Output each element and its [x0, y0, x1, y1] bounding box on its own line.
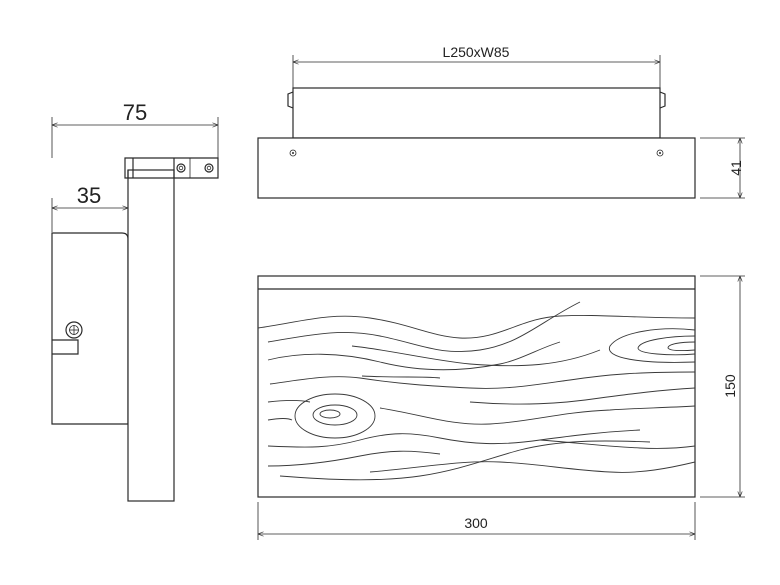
side-view: 75 35 — [51, 100, 219, 502]
dim-label-300: 300 — [464, 515, 488, 531]
dim-label-75: 75 — [123, 100, 147, 125]
plate-tab-right — [659, 91, 666, 109]
screw-icon — [65, 321, 83, 339]
mount-plate — [292, 87, 661, 139]
lamp-front — [257, 275, 696, 498]
lamp-top — [257, 137, 696, 199]
side-body — [127, 169, 175, 502]
dim-label-l250: L250xW85 — [443, 44, 510, 60]
plate-tab-left — [287, 91, 294, 109]
bracket-screw-icon — [176, 163, 214, 173]
side-clip — [52, 339, 79, 355]
side-bracket — [124, 157, 219, 179]
side-back-box — [51, 232, 129, 425]
front-view: 150 300 — [257, 275, 745, 540]
wood-grain-pattern — [257, 301, 696, 481]
dim-label-35: 35 — [77, 183, 101, 208]
dim-label-41: 41 — [728, 160, 744, 176]
dim-label-150: 150 — [722, 374, 738, 398]
top-screw-icon — [289, 149, 664, 157]
top-view: L250xW85 41 — [257, 44, 745, 199]
